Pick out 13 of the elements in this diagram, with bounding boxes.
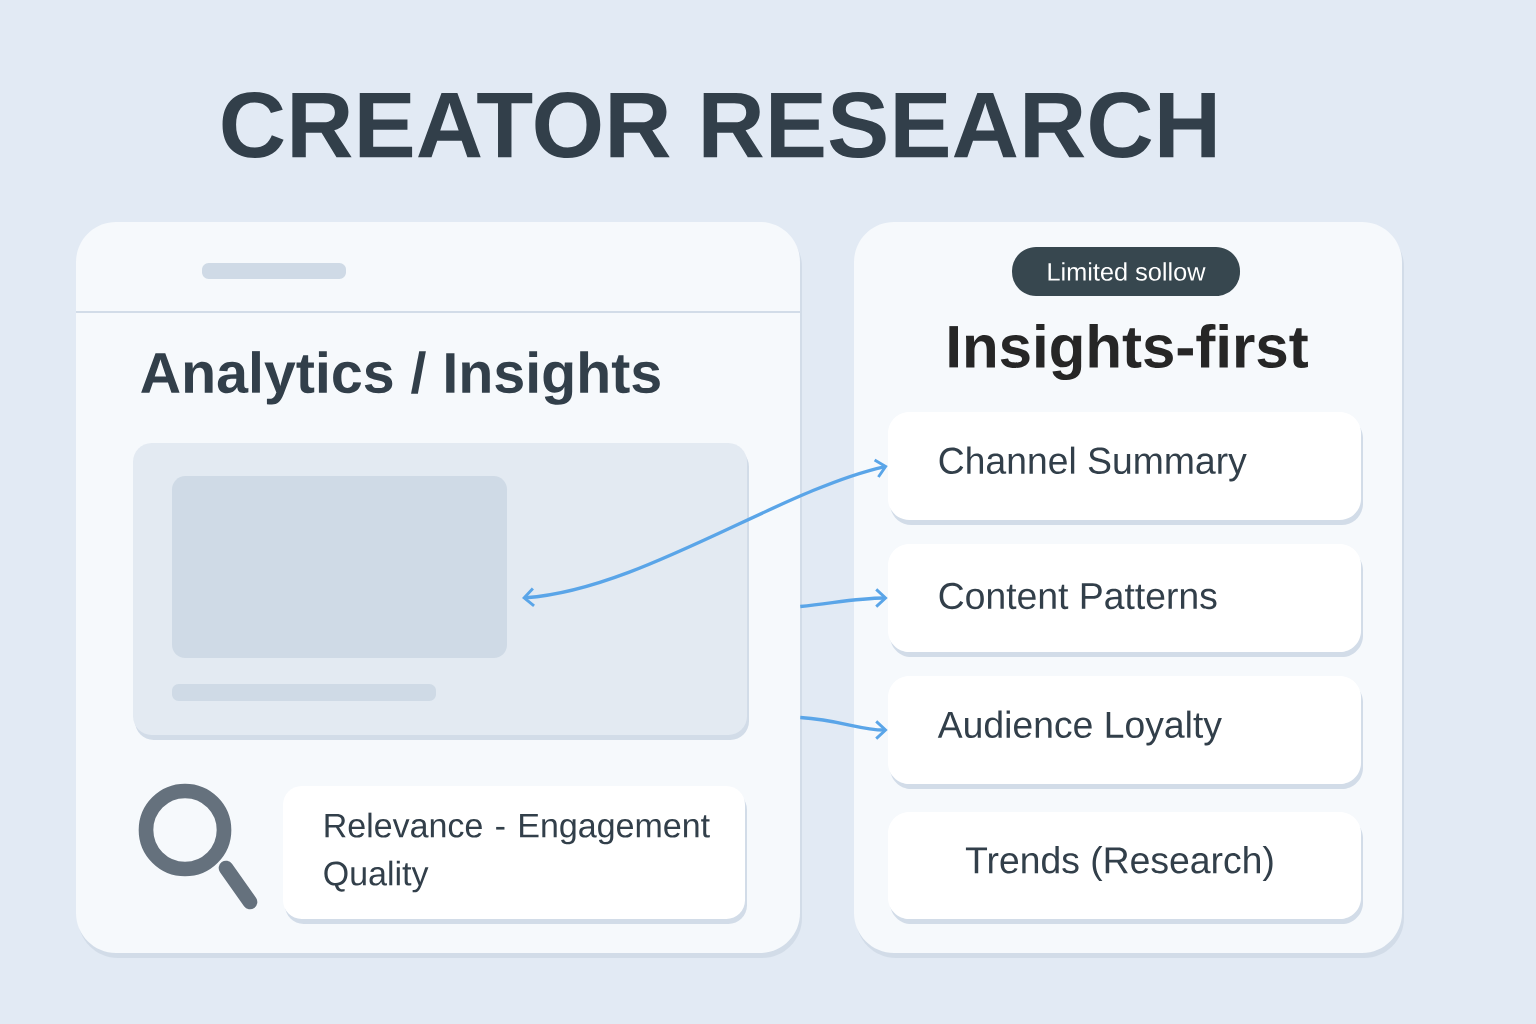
label-box: Relevance - Engagement Quality — [283, 785, 747, 924]
arrow — [800, 715, 888, 740]
list-item-box: Audience Loyalty — [887, 676, 1363, 789]
badge-pill: Limited sollow — [1012, 246, 1240, 297]
preview-card — [133, 443, 749, 740]
panel-heading: Insights-first — [949, 323, 1308, 381]
list-item-box: Channel Summary — [887, 412, 1363, 525]
title: CREATOR RESEARCH — [222, 91, 1215, 159]
panel-heading: Analytics / Insights — [141, 351, 660, 405]
list-item-box: Trends (Research) — [887, 812, 1363, 924]
list-item-box: Content Patterns — [887, 544, 1363, 657]
arrow — [800, 588, 888, 609]
arrow — [522, 458, 888, 607]
